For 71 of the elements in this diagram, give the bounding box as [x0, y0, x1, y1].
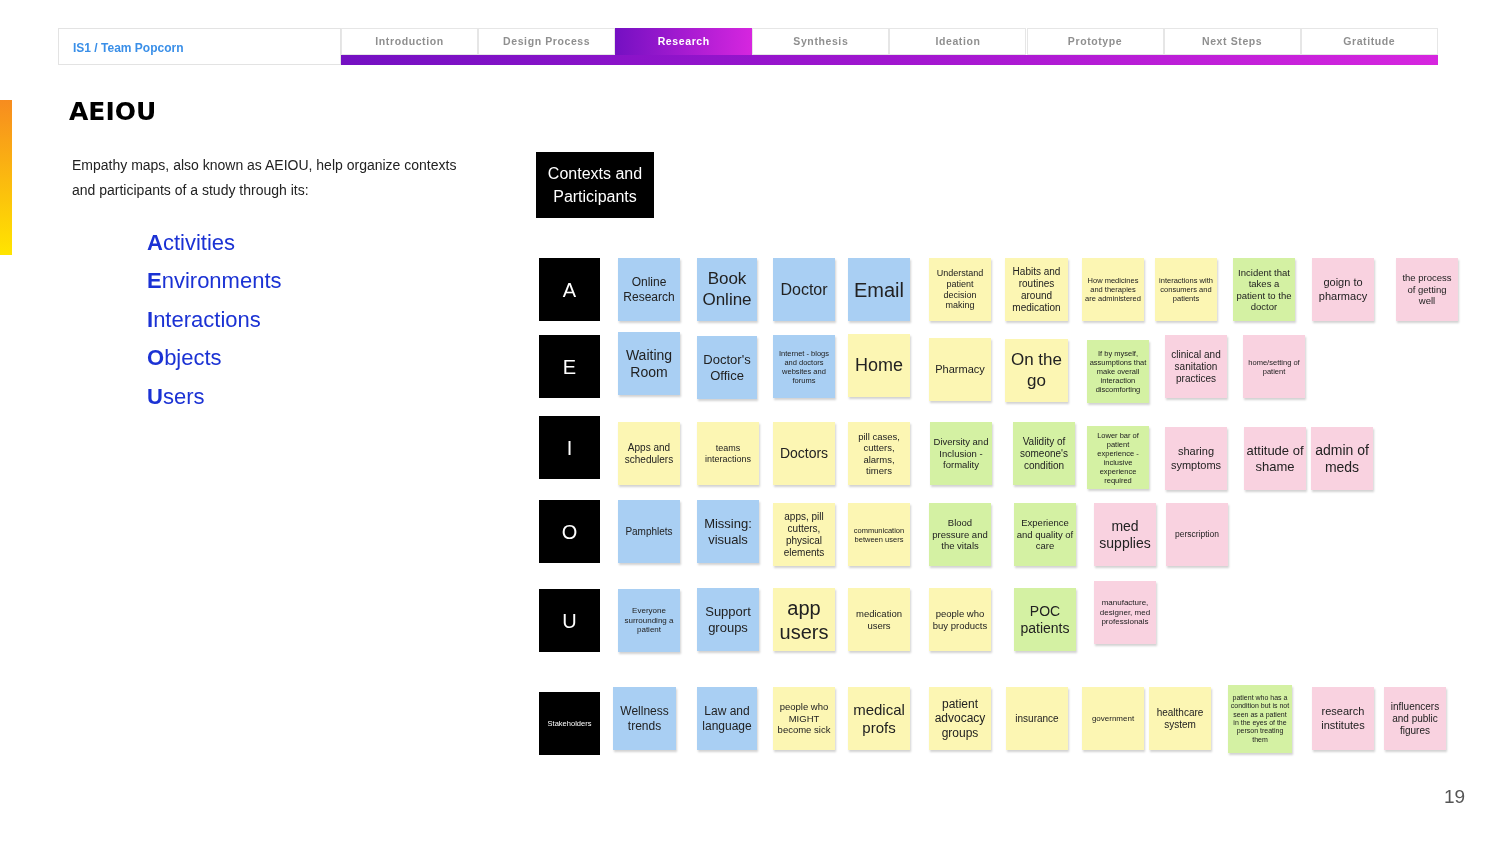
- sticky-note: POC patients: [1014, 588, 1076, 651]
- row-header-tile: U: [539, 589, 600, 652]
- sticky-note: medical profs: [848, 687, 910, 750]
- sticky-note: Wellness trends: [613, 687, 676, 750]
- sticky-note: Home: [848, 334, 910, 397]
- nav-tab: Synthesis: [752, 28, 890, 55]
- sticky-note: healthcare system: [1149, 687, 1211, 750]
- sticky-note: Pharmacy: [929, 338, 991, 401]
- sticky-note: apps, pill cutters, physical elements: [773, 503, 835, 566]
- sticky-note: Online Research: [618, 258, 680, 321]
- sticky-note: Doctor: [773, 258, 835, 321]
- sticky-note: Pamphlets: [618, 500, 680, 563]
- title: AEIOU: [69, 97, 157, 126]
- sticky-note: On the go: [1005, 339, 1068, 402]
- sticky-note: people who buy products: [929, 588, 991, 651]
- sticky-note: perscription: [1166, 503, 1228, 566]
- list-item: Objects: [147, 345, 222, 371]
- list-item: Interactions: [147, 307, 261, 333]
- sticky-note: Book Online: [697, 258, 757, 321]
- sticky-note: people who MIGHT become sick: [773, 687, 835, 750]
- sticky-note: manufacture, designer, med professionals: [1094, 581, 1156, 644]
- sticky-note: clinical and sanitation practices: [1165, 335, 1227, 398]
- sticky-note: the process of getting well: [1396, 258, 1458, 321]
- sticky-note: Law and language: [697, 687, 757, 750]
- sticky-note: research institutes: [1312, 687, 1374, 750]
- list-item: Activities: [147, 230, 235, 256]
- sticky-note: influencers and public figures: [1384, 687, 1446, 750]
- nav-tab: Next Steps: [1163, 28, 1301, 55]
- sticky-note: med supplies: [1094, 503, 1156, 566]
- sticky-note: teams interactions: [697, 422, 759, 485]
- list-item: Environments: [147, 268, 282, 294]
- sticky-note: Everyone surrounding a patient: [618, 589, 680, 652]
- nav-tab: Research: [615, 28, 753, 55]
- sticky-note: attitude of shame: [1244, 427, 1306, 490]
- list-item: Users: [147, 384, 205, 410]
- sticky-note: Diversity and Inclusion - formality: [930, 422, 992, 485]
- nav-tab: Design Process: [478, 28, 616, 55]
- heading-tile: Contexts and Participants: [536, 152, 654, 218]
- nav-tab: Introduction: [341, 28, 479, 55]
- row-header-tile: O: [539, 500, 600, 563]
- sticky-note: Doctors: [773, 422, 835, 485]
- sticky-note: pill cases, cutters, alarms, timers: [848, 422, 910, 485]
- nav-tab: Prototype: [1026, 28, 1164, 55]
- sticky-note: Doctor's Office: [697, 336, 757, 399]
- sticky-note: Support groups: [697, 588, 759, 651]
- row-header-tile: E: [539, 335, 600, 398]
- sticky-note: Habits and routines around medication: [1005, 258, 1068, 321]
- sticky-note: Incident that takes a patient to the doctor: [1233, 258, 1295, 321]
- sticky-note: medication users: [848, 588, 910, 651]
- description-text: Empathy maps, also known as AEIOU, help organize contexts and participants of a study through its:: [72, 156, 457, 200]
- sticky-note: Understand patient decision making: [929, 258, 991, 321]
- sticky-note: admin of meds: [1311, 427, 1373, 490]
- sticky-note: Waiting Room: [618, 332, 680, 395]
- sticky-note: goign to pharmacy: [1312, 258, 1374, 321]
- sticky-note: Experience and quality of care: [1014, 503, 1076, 566]
- breadcrumb: IS1 / Team Popcorn: [58, 28, 341, 65]
- sticky-note: app users: [773, 588, 835, 651]
- sticky-note: patient advocacy groups: [929, 687, 991, 750]
- sticky-note: insurance: [1006, 687, 1068, 750]
- sticky-note: sharing symptoms: [1165, 427, 1227, 490]
- sticky-note: Blood pressure and the vitals: [929, 503, 991, 566]
- sticky-note: Apps and schedulers: [618, 422, 680, 485]
- sticky-note: Email: [848, 258, 910, 321]
- nav-tab: Gratitude: [1300, 28, 1438, 55]
- row-header-tile: A: [539, 258, 600, 321]
- row-header-tile: I: [539, 416, 600, 479]
- nav-tab: Ideation: [889, 28, 1027, 55]
- sticky-note: Validity of someone's condition: [1013, 422, 1075, 485]
- sticky-note: government: [1082, 687, 1144, 750]
- sticky-note: Missing: visuals: [697, 500, 759, 563]
- page-number: 19: [1444, 786, 1466, 808]
